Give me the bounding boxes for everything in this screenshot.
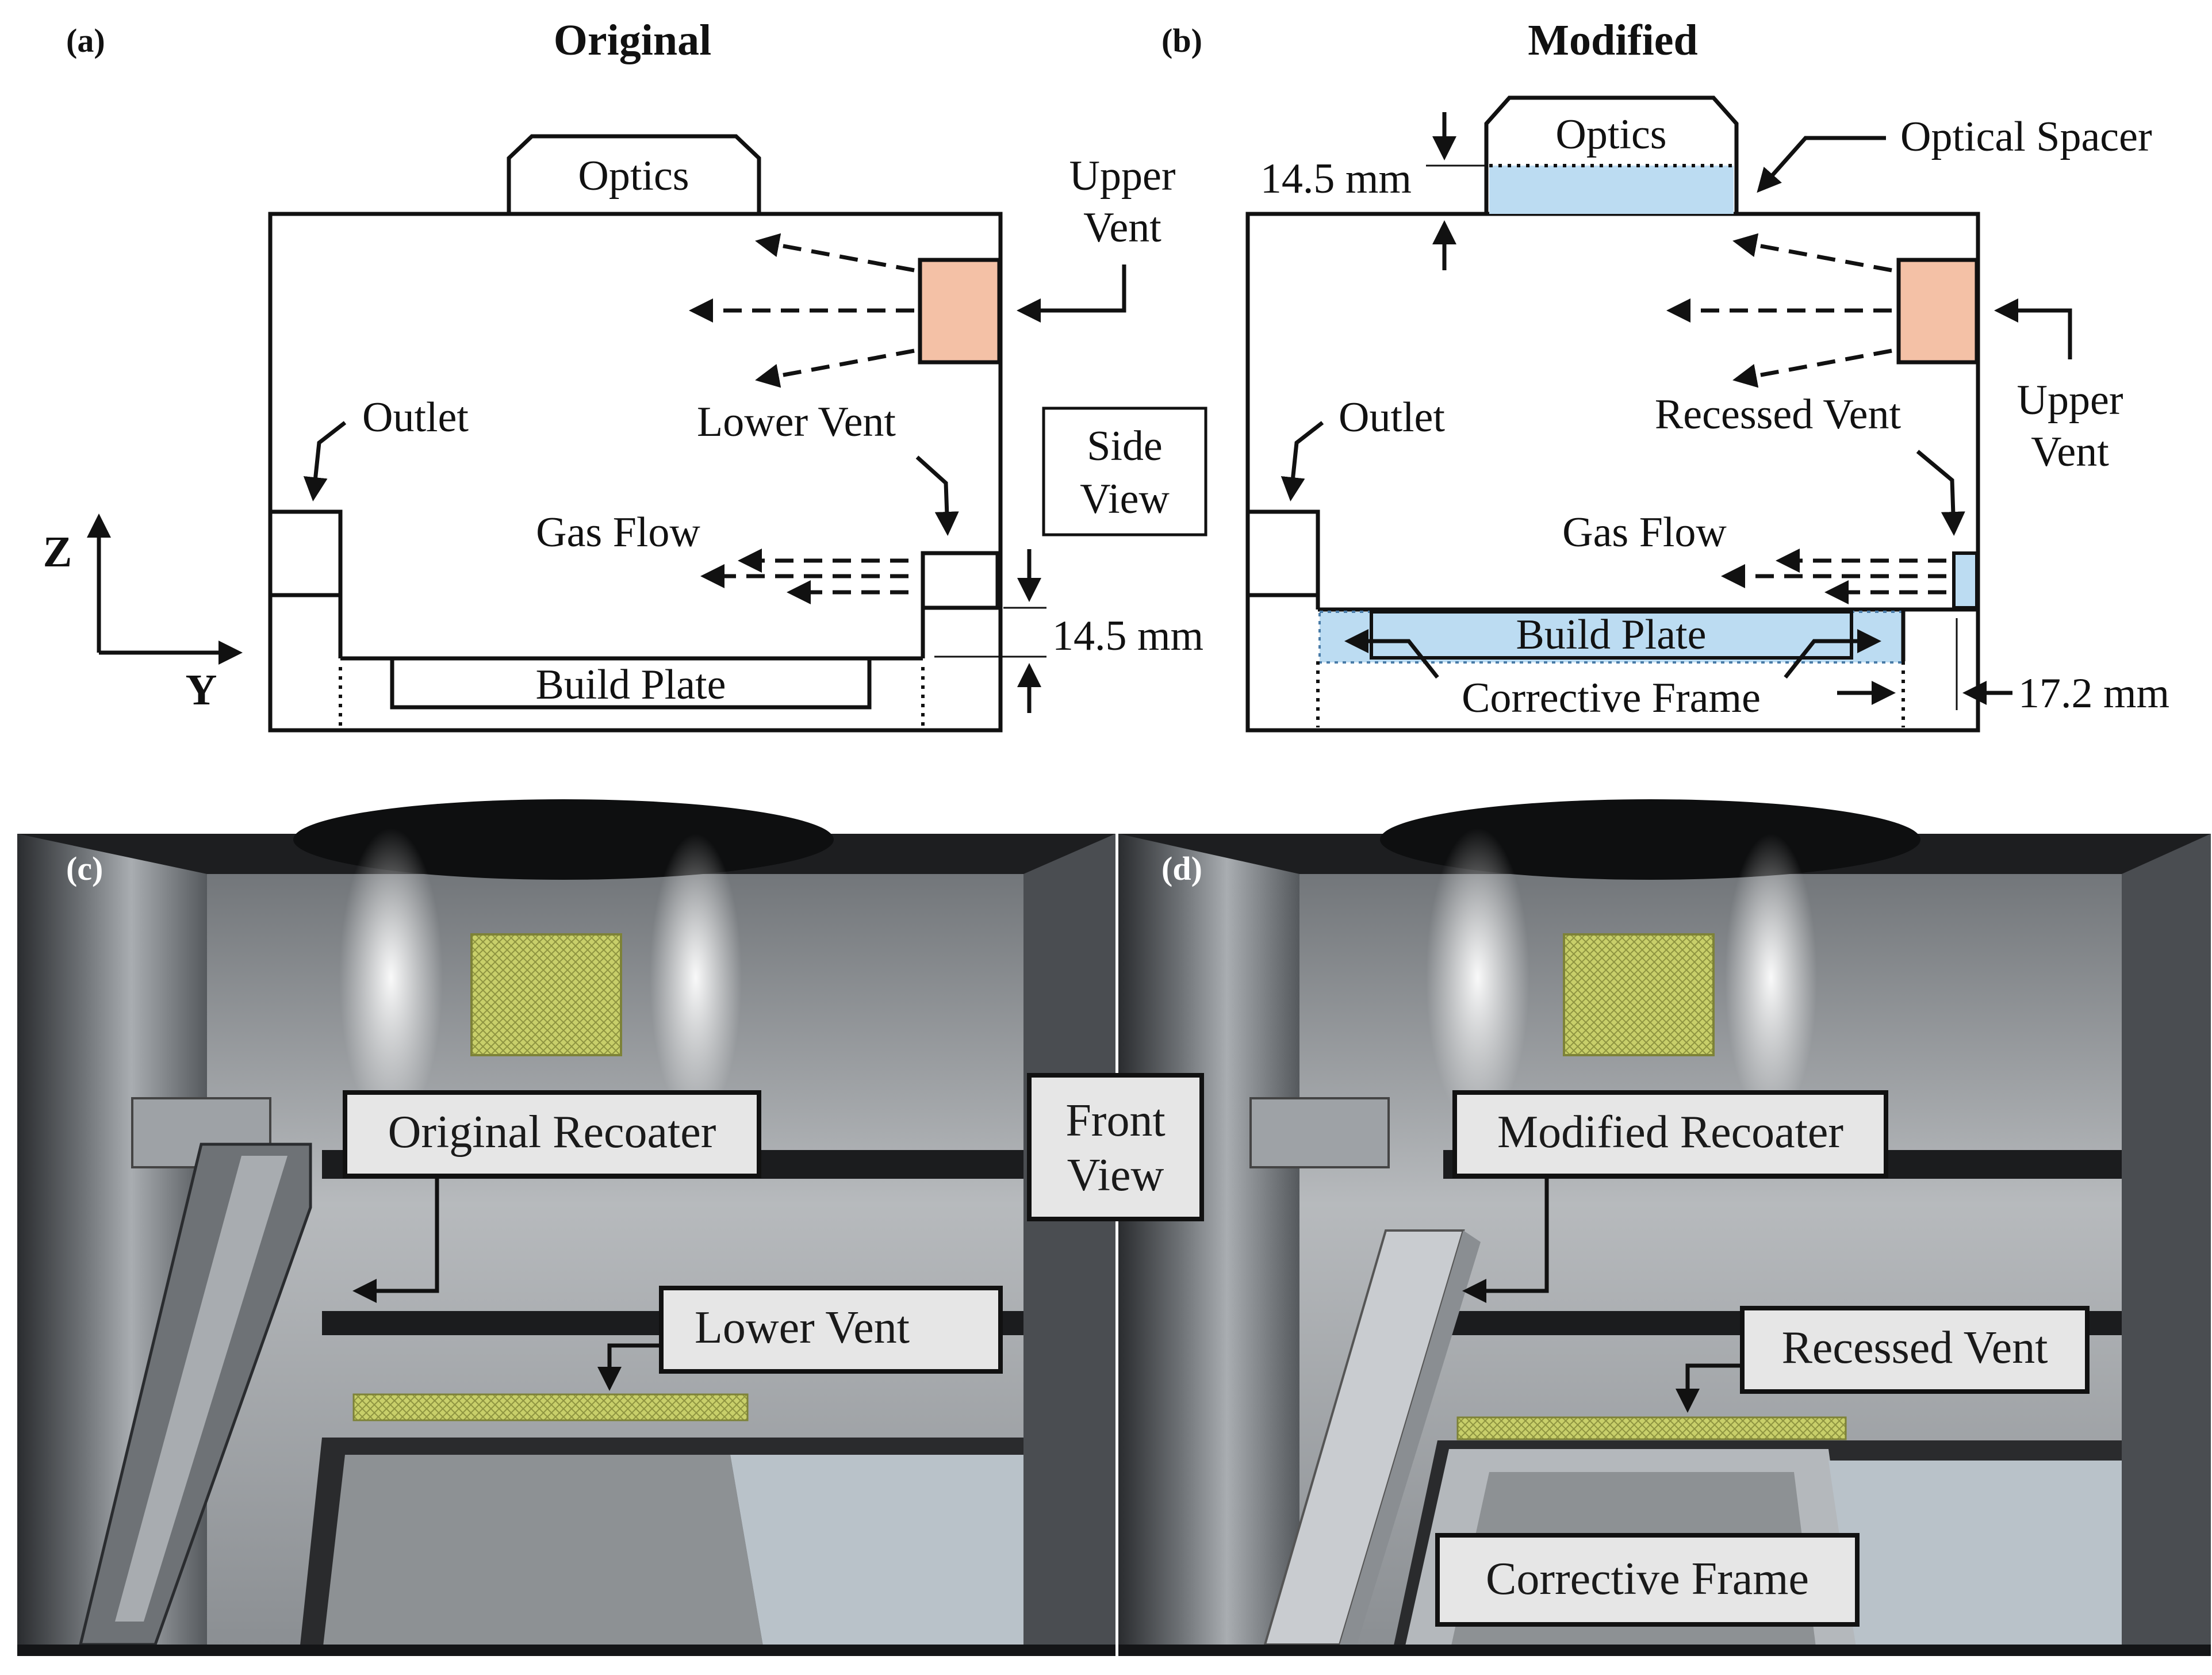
optical-spacer [1489, 166, 1734, 214]
chamber-outline [268, 212, 1003, 733]
powder-bed [1828, 1461, 2122, 1656]
dim-top-label: 14.5 mm [1260, 155, 1412, 202]
panel-b-side-view-modified: (b) Modified Optics Optical Spacer 14.5 … [1161, 16, 2169, 733]
build-plate [390, 656, 872, 710]
side-view-box [1042, 407, 1207, 536]
outlet-block [1249, 1097, 1390, 1168]
optical-spacer-label: Optical Spacer [1900, 113, 2152, 160]
modified-recoater-callout [1452, 1090, 1888, 1178]
upper-jet-arrow [1732, 233, 1892, 273]
panel-a-side-view-original: (a) Original Optics Upper Vent Outlet Lo… [43, 16, 1207, 733]
upper-vent-label-2: Vent [2031, 428, 2109, 476]
corrective-frame-pointer-arrow [1344, 629, 1439, 679]
panel-c-letter: (c) [66, 850, 103, 887]
recessed-vent-pointer-arrow [1916, 450, 1965, 536]
corrective-frame-callout [1435, 1533, 1860, 1627]
original-recoater-label: Original Recoater [388, 1107, 716, 1157]
gas-flow-label: Gas Flow [536, 509, 700, 556]
photo-bottom [1118, 1645, 2211, 1656]
original-recoater-arrow [352, 1176, 439, 1303]
front-view-box [1027, 1073, 1204, 1221]
build-plate-photo [322, 1455, 765, 1656]
side-view-label-1: Side [1087, 423, 1163, 470]
outlet-label: Outlet [1339, 394, 1445, 441]
corrective-frame-label: Corrective Frame [1462, 674, 1761, 722]
front-view-label-2: View [1067, 1150, 1164, 1201]
panel-a-title: Original [554, 16, 711, 64]
panel-d-letter: (d) [1161, 850, 1202, 887]
right-wall [2122, 834, 2211, 1656]
light-reflection [1725, 834, 1817, 1121]
outlet [1245, 509, 1320, 597]
recessed-vent-arrow [1676, 1363, 1742, 1413]
photo-bottom [17, 1645, 1115, 1656]
light-reflection [650, 834, 742, 1121]
upper-vent-pointer-arrow [1017, 265, 1126, 323]
gas-flow-label: Gas Flow [1562, 509, 1727, 556]
upper-vent [918, 258, 1002, 365]
lower-vent-callout [659, 1286, 1003, 1374]
original-recoater-callout [343, 1090, 761, 1178]
upper-vent-pointer-arrow [1994, 298, 2072, 359]
upper-jet-arrow [755, 348, 915, 388]
outlet-pointer-arrow [303, 421, 347, 501]
front-view-label-1: Front [1065, 1095, 1165, 1146]
lower-vent-photo-label: Lower Vent [695, 1302, 910, 1353]
upper-vent-label-1: Upper [2017, 377, 2123, 424]
light-reflection [339, 828, 443, 1127]
dim-label: 14.5 mm [1052, 612, 1203, 660]
outlet-label: Outlet [362, 394, 469, 441]
outlet-pointer-arrow [1281, 421, 1324, 501]
modified-recoater-label: Modified Recoater [1497, 1107, 1843, 1157]
photo-callouts: (c) (d) Original Recoater Lower Vent Fro… [66, 850, 2090, 1627]
upper-vent-label-1: Upper [1069, 152, 1176, 200]
lower-vent-pointer-arrow [915, 455, 959, 536]
upper-vent-label-2: Vent [1083, 204, 1161, 251]
optics-label: Optics [1555, 111, 1666, 158]
optics-housing [507, 134, 761, 214]
optics-housing [1484, 95, 1739, 214]
right-wall [1023, 834, 1115, 1656]
recessed-vent-label: Recessed Vent [1655, 391, 1902, 438]
panel-d-photo-modified [1118, 799, 2211, 1656]
lower-vent [921, 551, 1000, 610]
recessed-vent-photo-label: Recessed Vent [1782, 1323, 2048, 1373]
lower-vent-grill [352, 1393, 749, 1421]
recessed-vent-callout [1740, 1306, 2090, 1394]
modified-recoater-arrow [1462, 1176, 1549, 1303]
panel-a-letter: (a) [66, 22, 105, 59]
panel-b-letter: (b) [1161, 22, 1202, 59]
outlet [268, 509, 343, 597]
left-wall [1118, 834, 1299, 1656]
upper-jet-arrow [755, 233, 915, 273]
panel-c-photo-original [17, 799, 1115, 1656]
y-axis-label: Y [186, 666, 217, 714]
light-reflection [1426, 828, 1529, 1127]
build-plate-label: Build Plate [536, 661, 726, 708]
upper-vent-grill [470, 933, 622, 1056]
recoater-edge [1340, 1231, 1481, 1645]
powder-bed [730, 1455, 1023, 1656]
optics-label: Optics [578, 152, 689, 200]
upper-vent-grill [1563, 933, 1715, 1056]
z-axis-label: Z [43, 528, 72, 576]
dim-side-label: 17.2 mm [2018, 670, 2169, 717]
corrective-frame-photo-label: Corrective Frame [1486, 1554, 1809, 1604]
upper-vent [1896, 258, 1979, 365]
corrective-frame-pointer-arrow [1784, 629, 1881, 679]
build-plate-label: Build Plate [1516, 611, 1707, 658]
lower-vent-arrow [597, 1343, 661, 1391]
upper-jet-arrow [1732, 348, 1892, 388]
recessed-vent [1952, 551, 1979, 610]
panel-b-title: Modified [1528, 16, 1698, 64]
recoater-highlight [115, 1156, 287, 1622]
lower-vent-label: Lower Vent [697, 398, 896, 446]
side-view-label-2: View [1080, 476, 1170, 523]
optical-spacer-pointer-arrow [1757, 136, 1886, 193]
recessed-vent-grill [1456, 1416, 1847, 1440]
build-plate [1370, 610, 1853, 660]
